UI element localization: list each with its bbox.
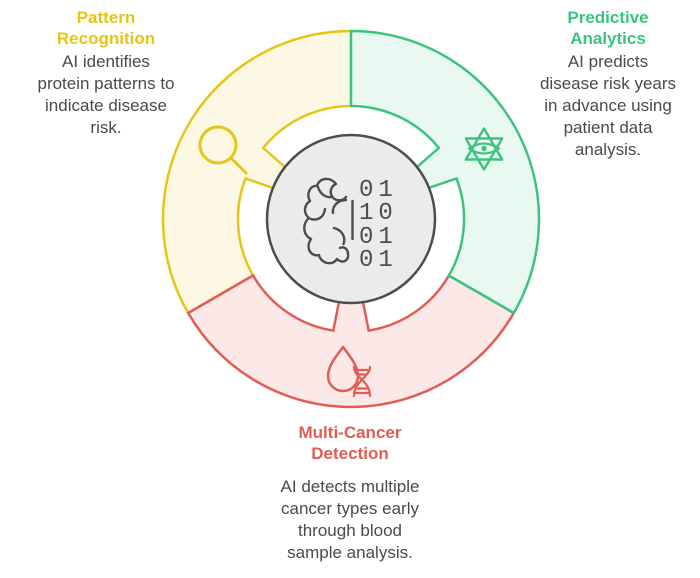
label-predictive-analytics: Predictive Analytics AI predicts disease… bbox=[526, 7, 690, 161]
binary-digits: 01 10 01 01 bbox=[359, 177, 398, 274]
blood-drop-dna-icon bbox=[326, 345, 372, 398]
multi-cancer-detection-title: Multi-Cancer Detection bbox=[298, 423, 402, 463]
dna-helix bbox=[352, 365, 372, 398]
multi-cancer-detection-description: AI detects multiple cancer types early t… bbox=[280, 477, 420, 562]
eye-pupil bbox=[481, 145, 487, 152]
predictive-analytics-title: Predictive Analytics bbox=[567, 8, 649, 48]
binary-row: 01 bbox=[359, 177, 398, 204]
pattern-recognition-description: AI identifies protein patterns to indica… bbox=[37, 52, 175, 137]
binary-row: 01 bbox=[359, 247, 398, 274]
binary-row: 01 bbox=[359, 224, 398, 251]
center-circle bbox=[265, 133, 437, 305]
magnifier-icon bbox=[198, 125, 248, 175]
binary-row: 10 bbox=[359, 200, 398, 227]
label-multi-cancer-detection: Multi-Cancer Detection AI detects multip… bbox=[260, 422, 440, 564]
segment-predictive-analytics bbox=[349, 29, 541, 315]
predictive-analytics-description: AI predicts disease risk years in advanc… bbox=[539, 52, 677, 159]
brain-icon bbox=[303, 177, 354, 265]
label-pattern-recognition: Pattern Recognition AI identifies protei… bbox=[24, 7, 188, 139]
blood-drop bbox=[326, 345, 360, 393]
eye-hexagram-icon bbox=[464, 127, 504, 171]
pattern-recognition-title: Pattern Recognition bbox=[56, 8, 156, 48]
